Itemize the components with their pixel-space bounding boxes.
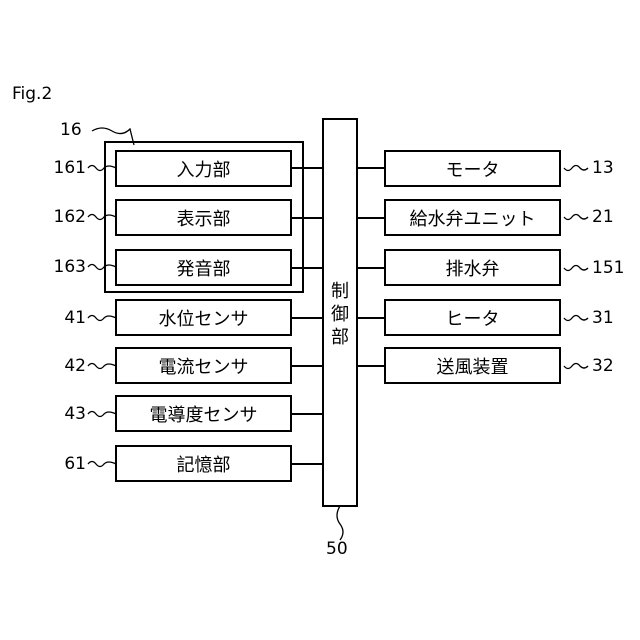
block-display-unit: 表示部 bbox=[115, 199, 292, 236]
controller-label-char-3: 部 bbox=[323, 326, 357, 349]
leader-41 bbox=[88, 316, 116, 321]
ref-151: 151 bbox=[592, 258, 624, 278]
leader-151 bbox=[564, 266, 588, 271]
leader-31 bbox=[564, 316, 588, 321]
block-water-level-sensor: 水位センサ bbox=[115, 299, 292, 336]
ref-32: 32 bbox=[592, 356, 614, 376]
leader-43 bbox=[88, 412, 116, 417]
block-input-unit: 入力部 bbox=[115, 150, 292, 187]
controller-ref-50: 50 bbox=[326, 539, 348, 559]
leader-50 bbox=[337, 506, 343, 540]
controller-label: 制 御 部 bbox=[323, 280, 357, 349]
block-heater: ヒータ bbox=[384, 299, 561, 336]
ref-13: 13 bbox=[592, 158, 614, 178]
block-sound-unit: 発音部 bbox=[115, 249, 292, 286]
block-memory-unit: 記憶部 bbox=[115, 445, 292, 482]
ref-163: 163 bbox=[30, 257, 86, 277]
leader-32 bbox=[564, 364, 588, 369]
leader-61 bbox=[88, 462, 116, 467]
ref-41: 41 bbox=[30, 308, 86, 328]
ref-42: 42 bbox=[30, 356, 86, 376]
leader-42 bbox=[88, 364, 116, 369]
ref-31: 31 bbox=[592, 308, 614, 328]
ref-21: 21 bbox=[592, 207, 614, 227]
leader-21 bbox=[564, 215, 588, 220]
controller-label-char-1: 制 bbox=[323, 280, 357, 303]
leader-13 bbox=[564, 166, 588, 171]
ref-61: 61 bbox=[30, 454, 86, 474]
group-ref-16: 16 bbox=[60, 120, 82, 140]
controller-label-char-2: 御 bbox=[323, 303, 357, 326]
ref-43: 43 bbox=[30, 404, 86, 424]
block-current-sensor: 電流センサ bbox=[115, 347, 292, 384]
block-blower: 送風装置 bbox=[384, 347, 561, 384]
block-motor: モータ bbox=[384, 150, 561, 187]
block-water-supply-valve-unit: 給水弁ユニット bbox=[384, 199, 561, 236]
block-drain-valve: 排水弁 bbox=[384, 249, 561, 286]
ref-161: 161 bbox=[30, 158, 86, 178]
block-conductivity-sensor: 電導度センサ bbox=[115, 395, 292, 432]
ref-162: 162 bbox=[30, 207, 86, 227]
